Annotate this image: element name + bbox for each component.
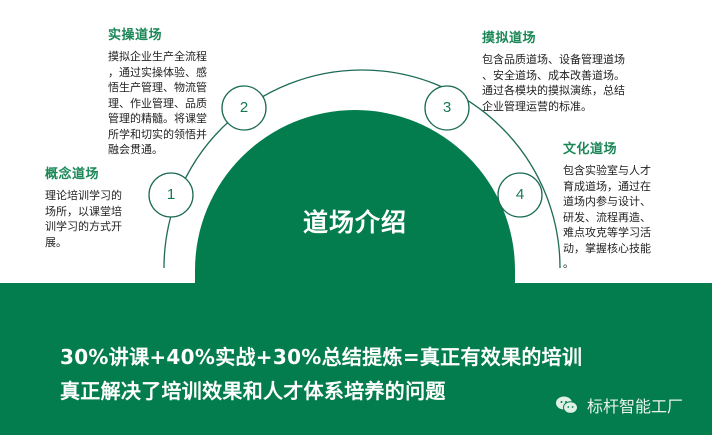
outer-arc [163, 69, 561, 269]
node-description: 包含品质道场、设备管理道场 、安全道场、成本改善道场。 通过各模块的摸拟演练，总… [482, 53, 625, 113]
arc-diagram [148, 69, 561, 283]
node-title: 文化道场 [563, 142, 618, 157]
node-number-2: 2 [239, 99, 249, 116]
diagram-area: 道场介绍 1 2 3 4 概念道场 理论培训学习的 场所，以课堂培 训学习的方式… [45, 24, 673, 283]
node-circle-1 [148, 172, 194, 218]
node-block-concept: 概念道场 理论培训学习的 场所，以课堂培 训学习的方式开 展。 [45, 163, 145, 250]
node-number-4: 4 [515, 186, 525, 203]
node-circle-4 [497, 172, 543, 218]
node-circle-3 [424, 85, 470, 131]
summary-line-1: 30%讲课+40%实战+30%总结提炼=真正有效果的培训 [60, 345, 583, 369]
node-block-simulation: 摸拟道场 包含品质道场、设备管理道场 、安全道场、成本改善道场。 通过各模块的摸… [482, 27, 657, 114]
watermark-text: 标杆智能工厂 [587, 397, 684, 416]
summary-banner: 30%讲课+40%实战+30%总结提炼=真正有效果的培训 真正解决了培训效果和人… [0, 283, 712, 435]
node-description: 理论培训学习的 场所，以课堂培 训学习的方式开 展。 [45, 189, 122, 249]
summary-line-2: 真正解决了培训效果和人才体系培养的问题 [60, 379, 446, 403]
node-title: 实操道场 [108, 28, 163, 43]
center-title: 道场介绍 [302, 208, 407, 237]
node-number-3: 3 [442, 99, 452, 116]
watermark: 标杆智能工厂 [555, 393, 683, 417]
node-title: 概念道场 [45, 167, 100, 182]
node-description: 包含实验室与人才 育成道场，通过在 道场内参与设计、 研发、流程再造、 难点攻克… [563, 164, 651, 270]
node-title: 摸拟道场 [482, 31, 537, 46]
node-number-1: 1 [166, 186, 176, 203]
node-block-practice: 实操道场 摸拟企业生产全流程 ，通过实操体验、感 悟生产管理、物流管 理、作业管… [108, 24, 228, 158]
center-semicircle [195, 110, 515, 283]
node-circle-2 [221, 85, 267, 131]
wechat-icon [556, 396, 578, 414]
node-description: 摸拟企业生产全流程 ，通过实操体验、感 悟生产管理、物流管 理、作业管理、品质 … [108, 50, 207, 156]
node-block-culture: 文化道场 包含实验室与人才 育成道场，通过在 道场内参与设计、 研发、流程再造、… [563, 138, 673, 272]
